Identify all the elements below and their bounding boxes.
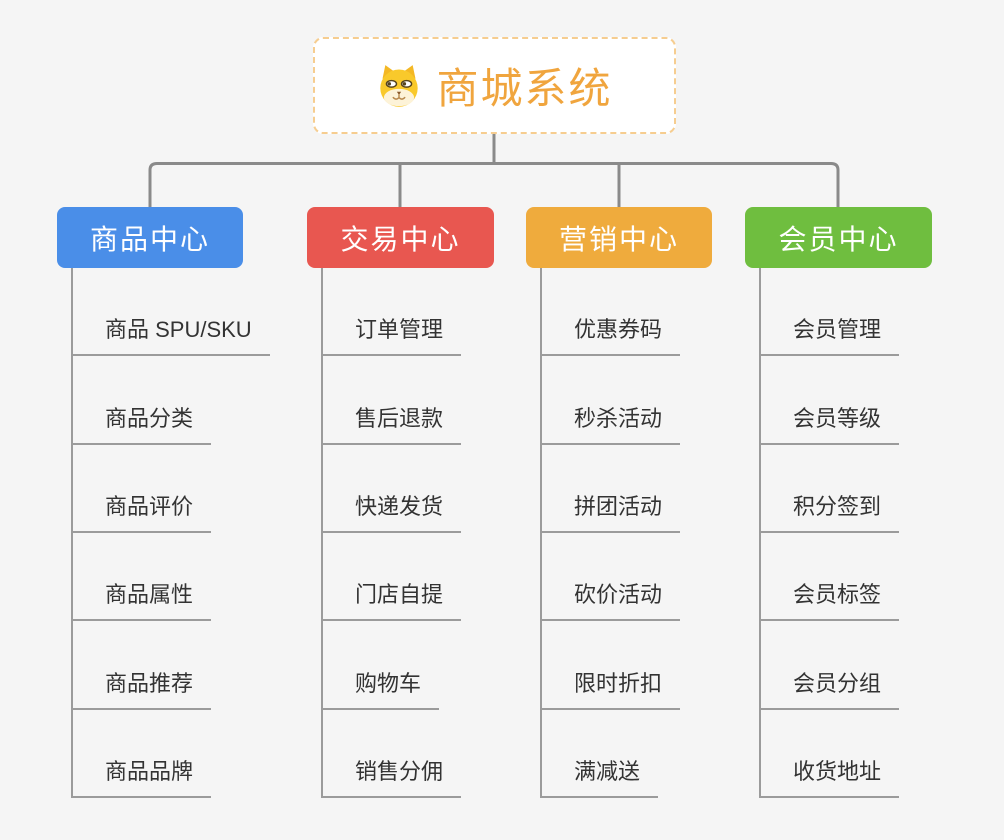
subtopic[interactable]: 会员管理 bbox=[761, 312, 900, 357]
dog-face-icon bbox=[380, 64, 419, 107]
subtopic-row: 订单管理 bbox=[323, 268, 462, 357]
subtopic[interactable]: 商品评价 bbox=[73, 489, 212, 533]
branch-node-marketing-center[interactable]: 营销中心 bbox=[526, 207, 712, 268]
subtopic[interactable]: 售后退款 bbox=[323, 401, 462, 445]
subtopic[interactable]: 拼团活动 bbox=[542, 489, 681, 533]
subtopic[interactable]: 订单管理 bbox=[323, 312, 462, 357]
subtopic[interactable]: 砍价活动 bbox=[542, 577, 681, 622]
subtopic[interactable]: 销售分佣 bbox=[323, 754, 462, 798]
subtopic[interactable]: 会员等级 bbox=[761, 401, 900, 445]
subtopic[interactable]: 会员分组 bbox=[761, 666, 900, 710]
subtopic-row: 商品推荐 bbox=[73, 621, 270, 710]
subtopic[interactable]: 收货地址 bbox=[761, 754, 900, 798]
subtopic-row: 满减送 bbox=[542, 710, 680, 798]
subtopic-row: 商品评价 bbox=[73, 445, 270, 533]
branch-label: 会员中心 bbox=[778, 223, 899, 255]
branch-label: 营销中心 bbox=[558, 223, 679, 255]
subtopic[interactable]: 商品属性 bbox=[73, 577, 212, 622]
subtopic-row: 商品 SPU/SKU bbox=[73, 268, 270, 357]
subtopic[interactable]: 会员标签 bbox=[761, 577, 900, 622]
subtopic-column-product: 商品 SPU/SKU 商品分类 商品评价 商品属性 商品推荐 商品品牌 bbox=[71, 268, 270, 798]
root-title: 商城系统 bbox=[436, 65, 613, 112]
subtopic-column-marketing: 优惠券码 秒杀活动 拼团活动 砍价活动 限时折扣 满减送 bbox=[540, 268, 681, 798]
subtopic[interactable]: 积分签到 bbox=[761, 489, 900, 533]
subtopic-row: 秒杀活动 bbox=[542, 356, 681, 445]
root-node-mall-system[interactable]: 商城系统 bbox=[313, 37, 676, 134]
subtopic[interactable]: 商品推荐 bbox=[73, 666, 212, 710]
subtopic-row: 商品分类 bbox=[73, 356, 270, 445]
subtopic-row: 拼团活动 bbox=[542, 445, 681, 533]
subtopic[interactable]: 门店自提 bbox=[323, 577, 462, 622]
subtopic-row: 限时折扣 bbox=[542, 621, 681, 710]
subtopic-row: 快递发货 bbox=[323, 445, 462, 533]
subtopic[interactable]: 优惠券码 bbox=[542, 312, 681, 357]
subtopic[interactable]: 商品品牌 bbox=[73, 754, 212, 798]
subtopic[interactable]: 商品 SPU/SKU bbox=[73, 312, 270, 357]
subtopic-row: 收货地址 bbox=[761, 710, 900, 798]
subtopic-row: 砍价活动 bbox=[542, 533, 681, 622]
branch-node-trade-center[interactable]: 交易中心 bbox=[307, 207, 494, 268]
branch-label: 交易中心 bbox=[340, 223, 461, 255]
subtopic[interactable]: 限时折扣 bbox=[542, 666, 681, 710]
subtopic[interactable]: 购物车 bbox=[323, 666, 440, 710]
subtopic-row: 会员等级 bbox=[761, 356, 900, 445]
subtopic-row: 商品属性 bbox=[73, 533, 270, 622]
subtopic-row: 购物车 bbox=[323, 621, 461, 710]
branch-node-product-center[interactable]: 商品中心 bbox=[57, 207, 243, 268]
branch-node-member-center[interactable]: 会员中心 bbox=[745, 207, 932, 268]
subtopic[interactable]: 商品分类 bbox=[73, 401, 212, 445]
subtopic[interactable]: 满减送 bbox=[542, 754, 659, 798]
subtopic-row: 销售分佣 bbox=[323, 710, 462, 798]
subtopic-row: 售后退款 bbox=[323, 356, 462, 445]
subtopic[interactable]: 快递发货 bbox=[323, 489, 462, 533]
subtopic-row: 商品品牌 bbox=[73, 710, 270, 798]
branch-label: 商品中心 bbox=[89, 223, 210, 255]
subtopic-column-member: 会员管理 会员等级 积分签到 会员标签 会员分组 收货地址 bbox=[759, 268, 900, 798]
subtopic-row: 会员标签 bbox=[761, 533, 900, 622]
subtopic[interactable]: 秒杀活动 bbox=[542, 401, 681, 445]
subtopic-row: 会员管理 bbox=[761, 268, 900, 357]
subtopic-row: 优惠券码 bbox=[542, 268, 681, 357]
subtopic-row: 积分签到 bbox=[761, 445, 900, 533]
subtopic-column-trade: 订单管理 售后退款 快递发货 门店自提 购物车 销售分佣 bbox=[321, 268, 462, 798]
subtopic-row: 会员分组 bbox=[761, 621, 900, 710]
subtopic-row: 门店自提 bbox=[323, 533, 462, 622]
